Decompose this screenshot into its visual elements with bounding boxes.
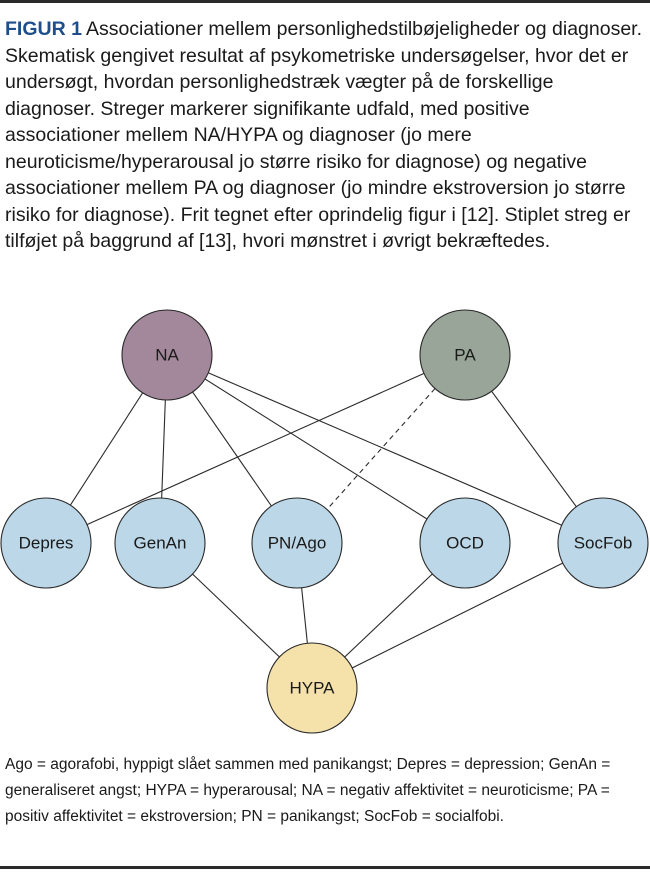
node-label-na: NA: [155, 346, 179, 365]
node-ocd: OCD: [419, 497, 511, 589]
node-label-pa: PA: [454, 346, 476, 365]
edge-na-socfob: [166, 354, 604, 544]
node-socfob: SocFob: [557, 497, 649, 589]
node-circle-ocd: [419, 497, 511, 589]
node-depres: Depres: [0, 497, 92, 589]
figure-caption-text: Associationer mellem personlighedstilbøj…: [5, 18, 643, 252]
edge-hypa-socfob: [311, 542, 604, 689]
node-circle-hypa: [266, 642, 358, 734]
node-pa: PA: [419, 309, 511, 401]
figure-legend: Ago = agorafobi, hyppigt slået sammen me…: [5, 756, 611, 825]
node-label-hypa: HYPA: [289, 679, 335, 698]
node-label-ocd: OCD: [446, 534, 484, 553]
bottom-rule: [0, 866, 650, 869]
node-label-depres: Depres: [19, 534, 74, 553]
figure-label: FIGUR 1: [5, 18, 82, 40]
node-genan: GenAn: [114, 497, 206, 589]
node-na: NA: [121, 309, 213, 401]
node-label-pnago: PN/Ago: [268, 534, 327, 553]
node-pnago: PN/Ago: [251, 497, 343, 589]
node-circle-pa: [419, 309, 511, 401]
node-circle-depres: [0, 497, 92, 589]
node-label-genan: GenAn: [134, 534, 187, 553]
top-rule: [0, 0, 650, 3]
edge-pa-depres: [45, 354, 466, 544]
node-circle-genan: [114, 497, 206, 589]
node-label-socfob: SocFob: [574, 534, 633, 553]
node-circle-socfob: [557, 497, 649, 589]
node-circle-na: [121, 309, 213, 401]
node-circle-pnago: [251, 497, 343, 589]
edge-na-ocd: [166, 354, 466, 544]
node-hypa: HYPA: [266, 642, 358, 734]
